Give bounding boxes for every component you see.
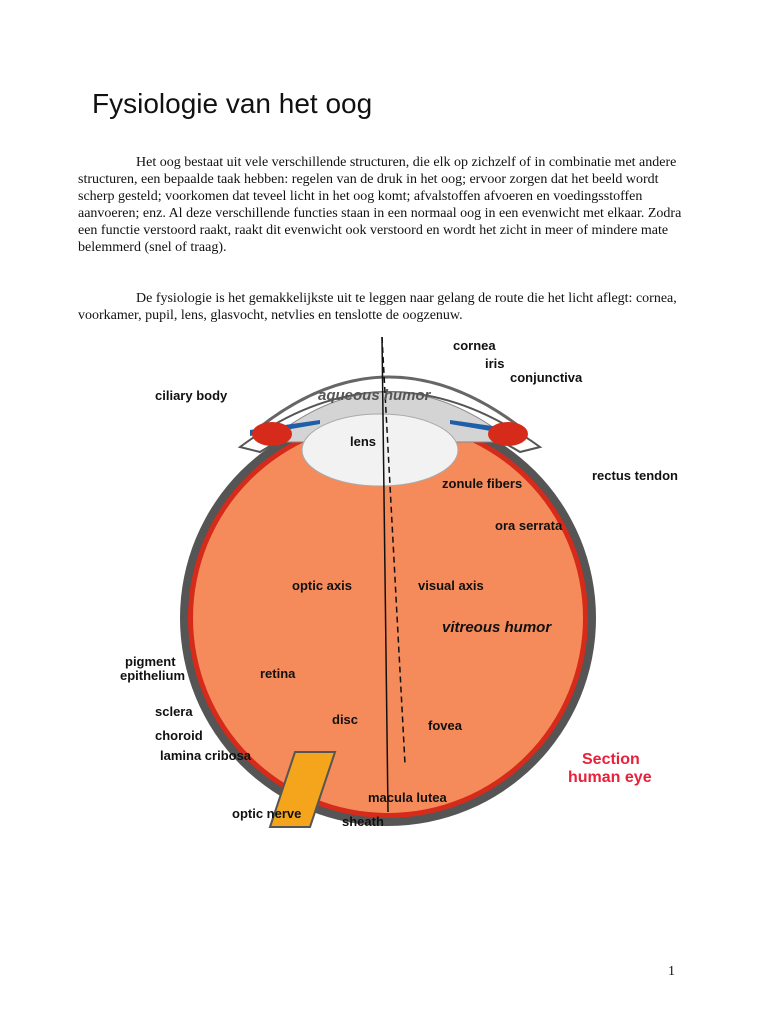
document-title: Fysiologie van het oog xyxy=(92,88,372,120)
label-conjunctiva: conjunctiva xyxy=(510,370,583,385)
label-macula-lutea: macula lutea xyxy=(368,790,448,805)
lens-shape xyxy=(302,414,458,486)
label-aqueous-humor: aqueous humor xyxy=(318,387,432,404)
eye-section-figure: cornea iris conjunctiva ciliary body aqu… xyxy=(120,332,720,837)
label-iris: iris xyxy=(485,356,505,371)
paragraph-1: Het oog bestaat uit vele verschillende s… xyxy=(78,154,686,256)
label-lamina-cribosa: lamina cribosa xyxy=(160,748,252,763)
label-choroid: choroid xyxy=(155,728,203,743)
eye-diagram: cornea iris conjunctiva ciliary body aqu… xyxy=(120,332,720,837)
label-section-line2: human eye xyxy=(568,769,652,786)
page-number: 1 xyxy=(668,964,675,980)
paragraph-2: De fysiologie is het gemakkelijkste uit … xyxy=(78,290,686,324)
label-sheath: sheath xyxy=(342,814,384,829)
label-optic-nerve: optic nerve xyxy=(232,806,301,821)
label-section-line1: Section xyxy=(582,751,640,768)
label-lens: lens xyxy=(350,434,376,449)
ciliary-body-right xyxy=(488,422,528,446)
label-zonule-fibers: zonule fibers xyxy=(442,476,522,491)
label-fovea: fovea xyxy=(428,718,463,733)
label-cornea: cornea xyxy=(453,338,496,353)
label-disc: disc xyxy=(332,712,358,727)
label-ciliary-body: ciliary body xyxy=(155,388,228,403)
label-optic-axis: optic axis xyxy=(292,578,352,593)
label-retina: retina xyxy=(260,666,296,681)
label-vitreous-humor: vitreous humor xyxy=(442,619,552,636)
label-visual-axis: visual axis xyxy=(418,578,484,593)
label-rectus-tendon: rectus tendon xyxy=(592,468,678,483)
label-epithelium: epithelium xyxy=(120,668,185,683)
label-ora-serrata: ora serrata xyxy=(495,518,563,533)
label-pigment: pigment xyxy=(125,654,176,669)
ciliary-body-left xyxy=(252,422,292,446)
label-sclera: sclera xyxy=(155,704,193,719)
